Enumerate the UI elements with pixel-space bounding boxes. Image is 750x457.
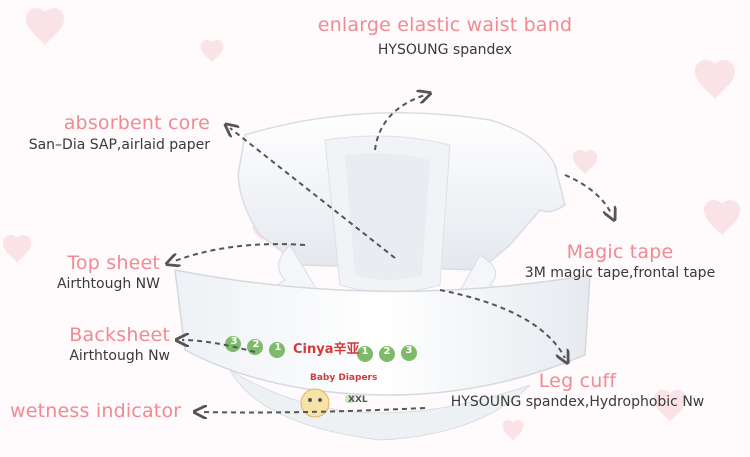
- callout-core: absorbent core San–Dia SAP,airlaid paper: [10, 112, 210, 153]
- callout-leg-cuff: Leg cuff HYSOUNG spandex,Hydrophobic Nw: [425, 370, 730, 410]
- brand-logo: Cinya辛亚: [293, 342, 360, 357]
- size-badge: XXL: [348, 395, 368, 405]
- core-desc: San–Dia SAP,airlaid paper: [28, 137, 210, 153]
- leg-cuff-desc: HYSOUNG spandex,Hydrophobic Nw: [450, 394, 705, 410]
- top-sheet-desc: Airthtough NW: [56, 276, 160, 292]
- wetness-title: wetness indicator: [10, 400, 182, 422]
- callout-wetness: wetness indicator: [10, 400, 181, 422]
- leg-cuff-title: Leg cuff: [538, 370, 617, 392]
- step-left-1: 3: [230, 336, 238, 347]
- top-sheet-title: Top sheet: [67, 252, 160, 274]
- callout-top-sheet: Top sheet Airthtough NW: [20, 252, 160, 292]
- callout-waist-band: enlarge elastic waist band HYSOUNG spand…: [300, 14, 590, 58]
- backsheet-desc: Airthtough Nw: [69, 348, 170, 364]
- magic-tape-title: Magic tape: [566, 241, 674, 263]
- backsheet-title: Backsheet: [69, 324, 170, 346]
- step-right-1: 1: [361, 346, 369, 357]
- callout-backsheet: Backsheet Airthtough Nw: [20, 324, 170, 364]
- core-title: absorbent core: [63, 112, 210, 134]
- callout-magic-tape: Magic tape 3M magic tape,frontal tape: [500, 241, 740, 281]
- step-right-2: 2: [383, 346, 391, 357]
- heart-icon: [2, 235, 32, 265]
- heart-icon: [502, 420, 524, 442]
- heart-icon: [695, 60, 735, 102]
- product-subtitle: Baby Diapers: [310, 373, 378, 383]
- waist-band-desc: HYSOUNG spandex: [377, 42, 513, 58]
- step-right-3: 3: [405, 345, 413, 356]
- step-left-3: 1: [274, 342, 282, 353]
- heart-icon: [653, 390, 687, 424]
- waist-band-title: enlarge elastic waist band: [317, 14, 573, 36]
- heart-icon: [572, 150, 598, 176]
- heart-icon: [200, 40, 224, 64]
- step-left-2: 2: [252, 339, 260, 350]
- heart-icon: [703, 200, 741, 238]
- heart-icon: [25, 8, 65, 48]
- magic-tape-desc: 3M magic tape,frontal tape: [524, 265, 716, 281]
